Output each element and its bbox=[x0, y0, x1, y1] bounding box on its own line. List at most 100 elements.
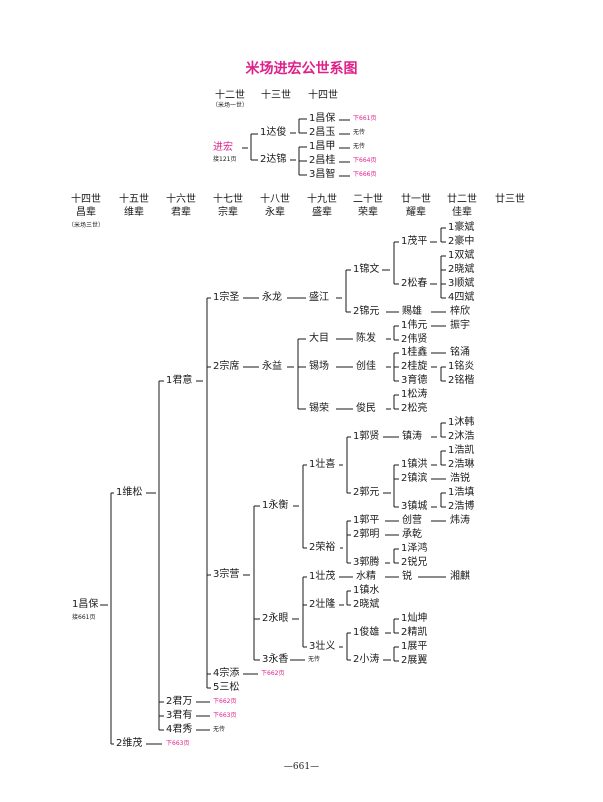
top-ref-1: 下661页 bbox=[353, 115, 377, 122]
node-zongxi: 2宗席 bbox=[213, 361, 240, 372]
node-haolin: 2浩琳 bbox=[448, 459, 475, 470]
node-zhanping: 1展平 bbox=[401, 641, 428, 652]
node-cixiong: 赐雄 bbox=[402, 306, 422, 317]
page-title: 米场进宏公世系图 bbox=[245, 61, 358, 77]
node-xiaobin2: 2晓斌 bbox=[448, 264, 475, 275]
node-junxiong: 1俊雄 bbox=[353, 627, 380, 638]
gen-header-17: 十七世 bbox=[213, 194, 243, 205]
bei-header-14: 昌辈 bbox=[76, 207, 96, 218]
node-xiangqi: 湘麒 bbox=[450, 571, 470, 582]
gen-header-22: 廿二世 bbox=[447, 194, 477, 205]
top-node-changbao: 1昌保 bbox=[309, 113, 336, 124]
node-zhenbin: 2镇滨 bbox=[401, 473, 428, 484]
node-rongyu: 2荣裕 bbox=[309, 542, 336, 553]
gen-header-23: 廿三世 bbox=[495, 194, 525, 205]
node-zehong: 1泽鸿 bbox=[401, 543, 428, 554]
node-jinyuan: 2锦元 bbox=[353, 306, 380, 317]
gen-header-15: 十五世 bbox=[119, 194, 149, 205]
node-canshen: 1灿坤 bbox=[401, 613, 428, 624]
bei-header-15: 维辈 bbox=[124, 207, 144, 218]
node-rui: 锐 bbox=[402, 571, 412, 582]
page-number: —661— bbox=[283, 762, 320, 772]
node-haobo: 2浩博 bbox=[448, 501, 475, 512]
node-songliang: 2松亮 bbox=[401, 403, 428, 414]
bei-header-17: 宗辈 bbox=[218, 207, 238, 218]
gen-header-14: 十四世 bbox=[71, 194, 101, 205]
node-guoyuan: 2郭元 bbox=[353, 487, 380, 498]
node-songtao: 1松涛 bbox=[401, 389, 428, 400]
bei-header-19: 盛辈 bbox=[312, 207, 332, 218]
node-zhentao: 镇涛 bbox=[402, 431, 422, 442]
node-mingyong: 铭涌 bbox=[450, 347, 470, 358]
node-zhanyi: 2展翼 bbox=[401, 655, 428, 666]
gen-header-19: 十九世 bbox=[307, 194, 337, 205]
node-xirong: 锡荣 bbox=[309, 403, 329, 414]
top-root: 进宏 bbox=[213, 142, 233, 153]
node-jinwen: 1锦文 bbox=[353, 264, 380, 275]
node-chuangjia: 创佳 bbox=[356, 361, 376, 372]
node-haobin: 1豪斌 bbox=[448, 222, 475, 233]
node-damu: 大目 bbox=[309, 333, 329, 344]
node-zhenyu: 振宇 bbox=[450, 320, 470, 331]
bei-header-22: 佳辈 bbox=[452, 207, 472, 218]
node-mingkai: 2铭楷 bbox=[448, 375, 475, 386]
node-weimao: 2维茂 bbox=[116, 738, 143, 749]
top-node-changzhi: 3昌智 bbox=[309, 169, 336, 180]
bei-header-21: 耀辈 bbox=[406, 207, 426, 218]
node-junyi: 1君意 bbox=[166, 375, 193, 386]
top-ref-4: 下664页 bbox=[353, 157, 377, 164]
top-ref-3: 无传 bbox=[353, 143, 366, 150]
node-songchun: 2松春 bbox=[401, 278, 428, 289]
top-node-dajin: 2达锦 bbox=[260, 154, 287, 165]
node-guoteng: 3郭腾 bbox=[353, 557, 380, 568]
top-node-changyu: 2昌玉 bbox=[309, 127, 336, 138]
gen-note: （米场三世） bbox=[67, 222, 104, 229]
node-zhencheng: 3镇城 bbox=[401, 501, 428, 512]
node-guoming: 2郭明 bbox=[353, 529, 380, 540]
node-yude: 3育德 bbox=[401, 375, 428, 386]
node-zhuanglong: 2壮隆 bbox=[309, 599, 336, 610]
node-weiyuan: 1伟元 bbox=[401, 320, 428, 331]
top-header-g13: 十三世 bbox=[261, 90, 291, 101]
node-zhuangyi: 3壮义 bbox=[309, 641, 336, 652]
node-shuijing: 水精 bbox=[356, 571, 376, 582]
node-yonglong: 永龙 bbox=[262, 292, 282, 303]
node-xiaotao: 2小涛 bbox=[353, 654, 380, 665]
node-changbao-ref: 接661页 bbox=[72, 614, 96, 621]
node-sibin: 4四斌 bbox=[448, 292, 475, 303]
ref-junxiu: 无传 bbox=[213, 726, 226, 733]
node-weitao: 炜涛 bbox=[450, 515, 470, 526]
top-node-changjia: 1昌甲 bbox=[309, 141, 336, 152]
node-weixian: 2伟贤 bbox=[401, 334, 428, 345]
node-xichang: 锡场 bbox=[309, 361, 329, 372]
node-guoxian: 1郭贤 bbox=[353, 431, 380, 442]
node-haorui: 浩锐 bbox=[450, 473, 470, 484]
node-junwan: 2君万 bbox=[166, 696, 193, 707]
top-header-g12: 十二世 bbox=[215, 90, 245, 101]
top-ref-5: 下666页 bbox=[353, 171, 377, 178]
node-yongxiang: 3永香 bbox=[262, 654, 289, 665]
gen-header-21: 廿一世 bbox=[401, 194, 431, 205]
ref-weimao: 下663页 bbox=[166, 740, 190, 747]
ref-junyou: 下663页 bbox=[213, 712, 237, 719]
gen-header-20: 二十世 bbox=[353, 194, 383, 205]
bei-header-18: 永辈 bbox=[265, 207, 285, 218]
top-root-ref: 接121页 bbox=[213, 156, 237, 163]
node-zhuangxi: 1壮喜 bbox=[309, 459, 336, 470]
node-mingyan: 1铭炎 bbox=[448, 361, 475, 372]
node-haozhong: 2豪中 bbox=[448, 236, 475, 247]
node-haotian: 1浩填 bbox=[448, 487, 475, 498]
bei-header-20: 荣辈 bbox=[358, 207, 378, 218]
bei-header-16: 君辈 bbox=[171, 207, 191, 218]
node-muhao: 2沐浩 bbox=[448, 431, 475, 442]
node-chenfa: 陈发 bbox=[356, 333, 376, 344]
node-junyou: 3君有 bbox=[166, 710, 193, 721]
ref-junwan: 下662页 bbox=[213, 698, 237, 705]
gen-header-16: 十六世 bbox=[166, 194, 196, 205]
node-zhuangmao: 1壮茂 bbox=[309, 571, 336, 582]
node-zhenhong: 1镇洪 bbox=[401, 459, 428, 470]
node-xiaobin: 2晓斌 bbox=[353, 599, 380, 610]
gen-header-18: 十八世 bbox=[260, 194, 290, 205]
node-muhan: 1沐韩 bbox=[448, 417, 475, 428]
node-junmin: 俊民 bbox=[356, 403, 376, 414]
